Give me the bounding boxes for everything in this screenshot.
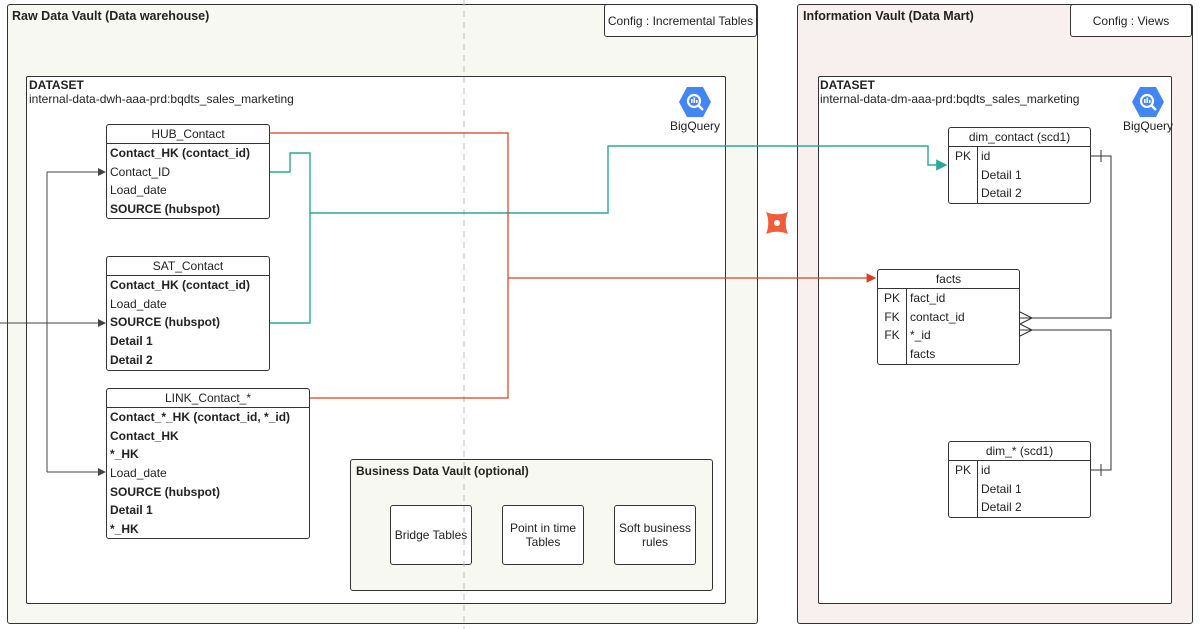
field-cell: fact_id xyxy=(910,291,946,305)
table-row: SOURCE (hubspot) xyxy=(110,315,220,330)
soft-business-rules-card[interactable]: Soft business rules xyxy=(614,505,696,565)
field-cell: *_id xyxy=(910,328,931,343)
table-row: *_HK xyxy=(110,522,139,537)
business-vault-title: Business Data Vault (optional) xyxy=(356,464,529,478)
field-cell: Detail 1 xyxy=(981,167,1022,182)
field-cell: id xyxy=(981,149,991,163)
key-cell xyxy=(878,345,907,364)
table-title: dim_* (scd1) xyxy=(949,442,1090,461)
field-cell: contact_id xyxy=(910,309,965,324)
key-cell xyxy=(949,184,978,204)
table-row: FK*_id xyxy=(878,326,1019,346)
field-cell: facts xyxy=(910,347,936,362)
field-cell: Detail 1 xyxy=(981,481,1022,496)
table-row: *_HK xyxy=(110,447,139,462)
table-title: HUB_Contact xyxy=(107,125,269,144)
hub-contact-table[interactable]: HUB_Contact Contact_HK (contact_id) Cont… xyxy=(106,124,270,219)
table-row: SOURCE (hubspot) xyxy=(110,484,220,499)
table-row: Detail 2 xyxy=(949,184,1090,204)
bigquery-icon xyxy=(1131,86,1165,118)
bridge-tables-card[interactable]: Bridge Tables xyxy=(390,505,472,565)
field-cell: id xyxy=(981,463,991,477)
table-row: facts xyxy=(878,345,1019,364)
raw-zone-title: Raw Data Vault (Data warehouse) xyxy=(12,9,210,23)
table-row: Load_date xyxy=(110,296,167,311)
key-cell: PK xyxy=(949,461,978,480)
bigquery-icon xyxy=(678,86,712,118)
table-title: LINK_Contact_* xyxy=(107,389,309,408)
table-title: dim_contact (scd1) xyxy=(949,128,1090,147)
key-cell: FK xyxy=(878,307,907,327)
info-zone-title: Information Vault (Data Mart) xyxy=(803,9,974,23)
table-row: Contact_HK xyxy=(110,428,179,443)
table-title: SAT_Contact xyxy=(107,257,269,276)
bigquery-label: BigQuery xyxy=(1122,119,1174,133)
table-row: Detail 2 xyxy=(949,498,1090,518)
table-row: Detail 1 xyxy=(949,479,1090,499)
key-cell: PK xyxy=(949,147,978,166)
link-contact-table[interactable]: LINK_Contact_* Contact_*_HK (contact_id,… xyxy=(106,388,310,539)
key-cell xyxy=(949,165,978,185)
dbt-icon xyxy=(763,209,791,237)
table-row: Load_date xyxy=(110,466,167,481)
sat-contact-table[interactable]: SAT_Contact Contact_HK (contact_id) Load… xyxy=(106,256,270,371)
raw-dataset-title: DATASET xyxy=(29,78,84,92)
config-incremental-tables: Config : Incremental Tables xyxy=(604,4,757,37)
table-row: Detail 2 xyxy=(110,352,153,367)
field-cell: Detail 2 xyxy=(981,186,1022,201)
config-views: Config : Views xyxy=(1070,4,1192,37)
key-cell xyxy=(949,479,978,499)
table-row: Contact_*_HK (contact_id, *_id) xyxy=(110,410,291,424)
mart-dataset-title: DATASET xyxy=(820,78,875,92)
field-cell: Detail 2 xyxy=(981,500,1022,515)
table-row: SOURCE (hubspot) xyxy=(110,202,220,217)
table-row: Contact_HK (contact_id) xyxy=(110,278,251,292)
table-row: Contact_HK (contact_id) xyxy=(110,146,251,160)
raw-dataset-name: internal-data-dwh-aaa-prd:bqdts_sales_ma… xyxy=(29,92,294,106)
key-cell: FK xyxy=(878,326,907,346)
table-row: Detail 1 xyxy=(949,165,1090,185)
mart-dataset-name: internal-data-dm-aaa-prd:bqdts_sales_mar… xyxy=(820,92,1080,106)
key-cell xyxy=(949,498,978,518)
bigquery-label: BigQuery xyxy=(669,119,721,133)
table-row: Contact_ID xyxy=(110,164,171,179)
table-row: Load_date xyxy=(110,183,167,198)
table-row: Detail 1 xyxy=(110,503,153,518)
key-cell: PK xyxy=(878,289,907,308)
point-in-time-tables-card[interactable]: Point in time Tables xyxy=(502,505,584,565)
table-row: Detail 1 xyxy=(110,334,153,349)
table-title: facts xyxy=(878,270,1019,289)
